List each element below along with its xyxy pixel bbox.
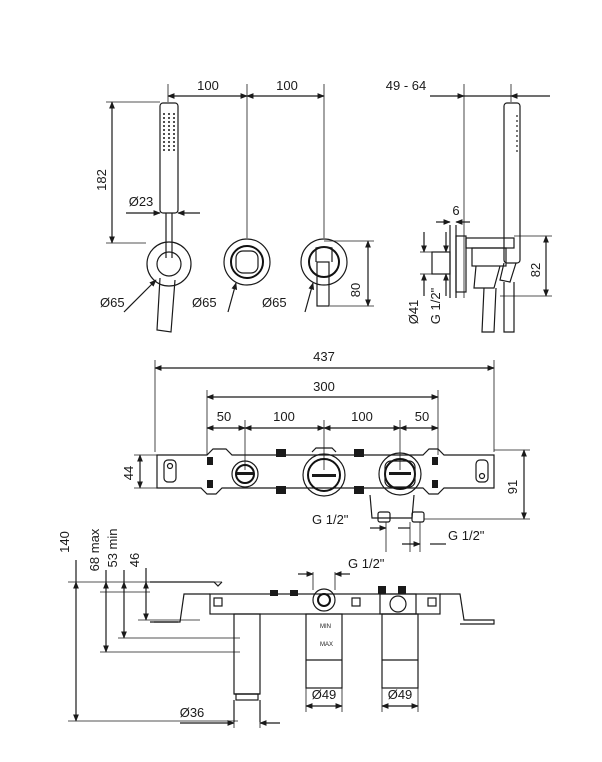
label-min: MIN [320,624,331,630]
dim-g-half-left: G 1/2" [312,512,349,527]
dim-d49-left: Ø49 [312,687,337,702]
dim-100-b: 100 [351,409,373,424]
dim-d36: Ø36 [180,705,205,720]
dim-d41: Ø41 [406,300,421,325]
dim-g-half-right: G 1/2" [448,528,485,543]
dim-6: 6 [452,203,459,218]
dim-300: 300 [313,379,335,394]
dim-d49-right: Ø49 [388,687,413,702]
shower-nozzles [163,113,175,151]
dim-50-left: 50 [217,409,231,424]
side-nozzles [516,115,518,152]
diverter-front [223,238,271,286]
dim-44: 44 [121,466,136,480]
dim-100-left: 100 [197,78,219,93]
hand-shower-front [159,102,179,258]
dim-140: 140 [57,531,72,553]
dim-82: 82 [528,263,543,277]
dim-53-min: 53 min [105,528,120,567]
dim-d65-mixer: Ø65 [262,295,287,310]
top-front-view: 100 100 [94,78,374,333]
dim-d23: Ø23 [129,194,154,209]
label-max: MAX [320,642,333,648]
dim-100-right: 100 [276,78,298,93]
dim-437: 437 [313,349,335,364]
bottom-section-view: 140 68 max 53 min 46 G [57,528,495,728]
dim-d65-holder: Ø65 [100,295,125,310]
dim-182: 182 [94,169,109,191]
dim-49-64: 49 - 64 [386,78,426,93]
dim-d65-diverter: Ø65 [192,295,217,310]
dim-g-half-top: G 1/2" [348,556,385,571]
dim-50-right: 50 [415,409,429,424]
dim-g-half-side: G 1/2" [428,287,443,324]
top-side-view: 49 - 64 6 82 [386,78,552,333]
dim-68-max: 68 max [87,528,102,571]
mixer-front [300,238,348,307]
dim-46: 46 [127,553,142,567]
dim-100-a: 100 [273,409,295,424]
shower-holder-front [146,241,192,333]
dim-80: 80 [348,283,363,297]
dim-91: 91 [505,480,520,494]
middle-body-view: 437 300 50 100 100 50 [121,349,530,552]
